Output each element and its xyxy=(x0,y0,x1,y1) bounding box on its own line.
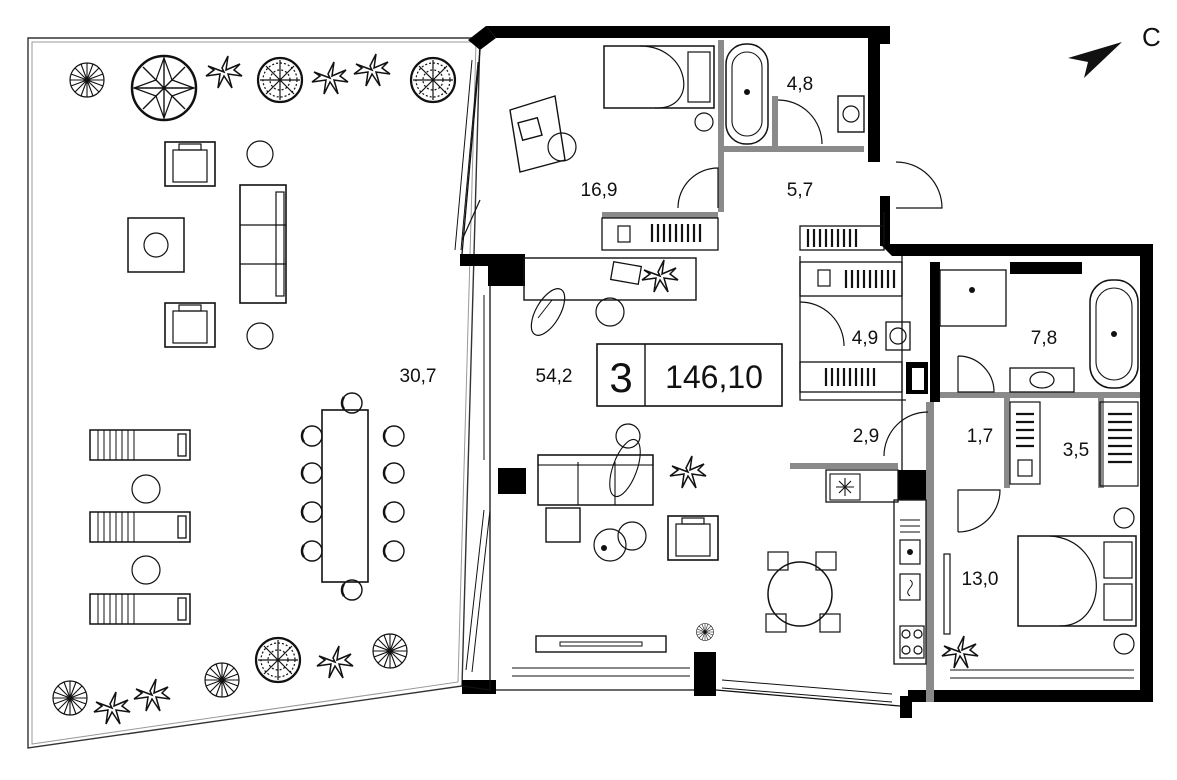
sunbed-icon xyxy=(89,593,191,625)
room-area-terrace: 30,7 xyxy=(400,366,437,387)
door-swing xyxy=(461,167,719,241)
tree-icon xyxy=(696,623,714,641)
palm-icon xyxy=(353,53,391,87)
sofa-icon xyxy=(239,184,287,304)
bathtub-icon xyxy=(1089,279,1139,389)
compass-letter: С xyxy=(1142,22,1161,52)
sunbed-icon xyxy=(89,429,191,461)
bed-icon xyxy=(1017,535,1137,627)
wardrobe-icon xyxy=(601,217,719,251)
room-area-closet-1: 4,9 xyxy=(852,328,878,349)
lamp-icon xyxy=(1113,507,1135,529)
room-labels: 30,7 16,9 4,8 5,7 54,2 4,9 7,8 2,9 1,7 3… xyxy=(400,74,1090,590)
coffee-table-icon xyxy=(593,521,647,562)
side-table-icon xyxy=(131,555,161,585)
side-table-icon xyxy=(246,140,274,168)
bathtub-icon xyxy=(725,43,769,145)
wardrobe-icon xyxy=(943,553,951,635)
stove-icon xyxy=(899,625,925,659)
closet-2 xyxy=(1009,401,1139,487)
tree-icon xyxy=(372,633,408,669)
toilet-icon xyxy=(969,287,975,293)
room-area-study: 16,9 xyxy=(581,180,618,201)
room-area-closet-2: 3,5 xyxy=(1063,440,1089,461)
room-area-hall-3: 1,7 xyxy=(967,426,993,447)
sink-icon xyxy=(837,95,865,133)
fridge-icon xyxy=(829,473,861,501)
bath-2 xyxy=(939,269,1139,393)
dining-table-icon xyxy=(300,391,406,602)
pouf-icon xyxy=(545,507,581,543)
dining-table-icon xyxy=(765,551,841,633)
desk-icon xyxy=(523,257,697,327)
bed-icon xyxy=(603,45,715,132)
room-area-hall-1: 5,7 xyxy=(787,180,813,201)
closet-1 xyxy=(799,225,911,393)
palm-icon xyxy=(93,691,131,725)
side-table-icon xyxy=(131,474,161,504)
sink-icon xyxy=(1009,367,1075,393)
palm-icon xyxy=(316,645,354,679)
door-swing xyxy=(895,161,943,209)
sink-icon xyxy=(899,539,921,565)
living xyxy=(523,257,841,653)
compass-arrow-icon xyxy=(1068,42,1122,78)
palm-icon xyxy=(669,455,707,489)
windows xyxy=(454,59,1134,703)
total-area: 146,10 xyxy=(665,359,763,395)
outer-walls xyxy=(460,26,1153,718)
palm-icon xyxy=(311,61,349,95)
room-area-hall-2: 2,9 xyxy=(853,426,879,447)
armchair-icon xyxy=(164,141,216,187)
room-area-bath-2: 7,8 xyxy=(1031,328,1057,349)
bedroom xyxy=(941,507,1137,669)
room-count: 3 xyxy=(609,354,632,401)
room-area-bath-1: 4,8 xyxy=(787,74,813,95)
partition-walls xyxy=(602,40,1140,702)
lamp-icon xyxy=(1113,633,1135,655)
compass: С xyxy=(1068,22,1161,78)
study xyxy=(461,45,719,251)
bath-1 xyxy=(725,43,865,145)
palm-icon xyxy=(133,678,171,712)
terrace xyxy=(27,37,481,749)
door-swings xyxy=(883,355,1001,533)
armchair-icon xyxy=(164,302,216,348)
room-area-living: 54,2 xyxy=(536,366,573,387)
sofa-icon xyxy=(537,423,654,506)
tree-icon xyxy=(52,680,88,716)
palm-icon xyxy=(205,55,243,89)
area-badge: 3 146,10 xyxy=(596,343,783,407)
tree-icon xyxy=(69,62,105,98)
kitchen xyxy=(825,469,927,665)
side-table-icon xyxy=(246,322,274,350)
palm-icon xyxy=(941,635,979,669)
coffee-table-icon xyxy=(127,217,185,273)
tree-icon xyxy=(256,56,304,104)
tv-stand-icon xyxy=(535,635,667,653)
sunbed-icon xyxy=(89,511,191,543)
tree-icon xyxy=(409,56,457,104)
terrace-furniture xyxy=(89,140,406,625)
tree-icon xyxy=(204,662,240,698)
dishwasher-icon xyxy=(899,573,921,601)
tree-icon xyxy=(130,54,198,122)
washer-icon xyxy=(885,321,911,351)
armchair-icon xyxy=(667,515,719,561)
room-area-bedroom: 13,0 xyxy=(962,569,999,590)
tree-icon xyxy=(254,636,302,684)
desk-icon xyxy=(509,95,577,173)
